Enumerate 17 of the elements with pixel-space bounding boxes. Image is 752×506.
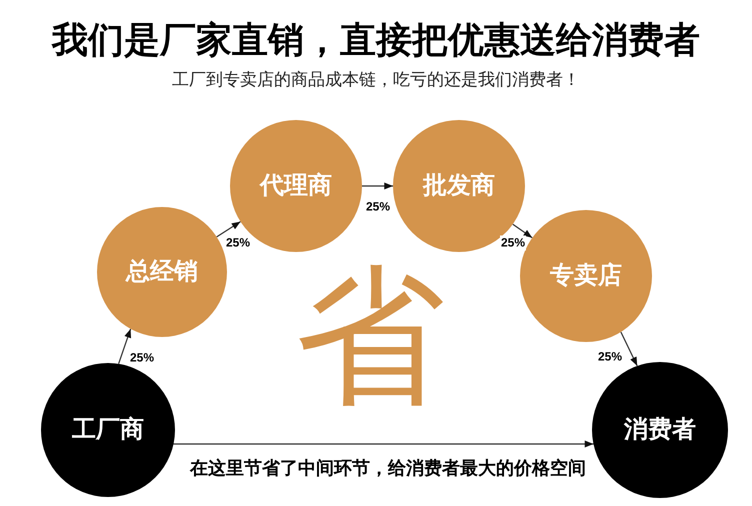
arrow [620, 332, 638, 366]
edge-label: 在这里节省了中间环节，给消费者最大的价格空间 [189, 456, 587, 480]
node-label: 工厂商 [72, 415, 144, 445]
arrow [118, 328, 132, 364]
node-label: 批发商 [423, 171, 495, 201]
arrow [216, 221, 241, 238]
node-label: 代理商 [260, 171, 332, 201]
node-label: 总经销 [126, 257, 198, 287]
arrow [174, 440, 594, 448]
large-character: 省 [294, 262, 446, 412]
title: 我们是厂家直销，直接把优惠送给消费者 [50, 18, 701, 62]
node-label: 消费者 [624, 415, 696, 445]
node-label: 专卖店 [550, 261, 622, 291]
subtitle: 工厂到专卖店的商品成本链，吃亏的还是我们消费者！ [171, 69, 581, 91]
arrow [512, 224, 533, 238]
edge-label: 25% [500, 236, 526, 250]
arrow [362, 182, 393, 190]
